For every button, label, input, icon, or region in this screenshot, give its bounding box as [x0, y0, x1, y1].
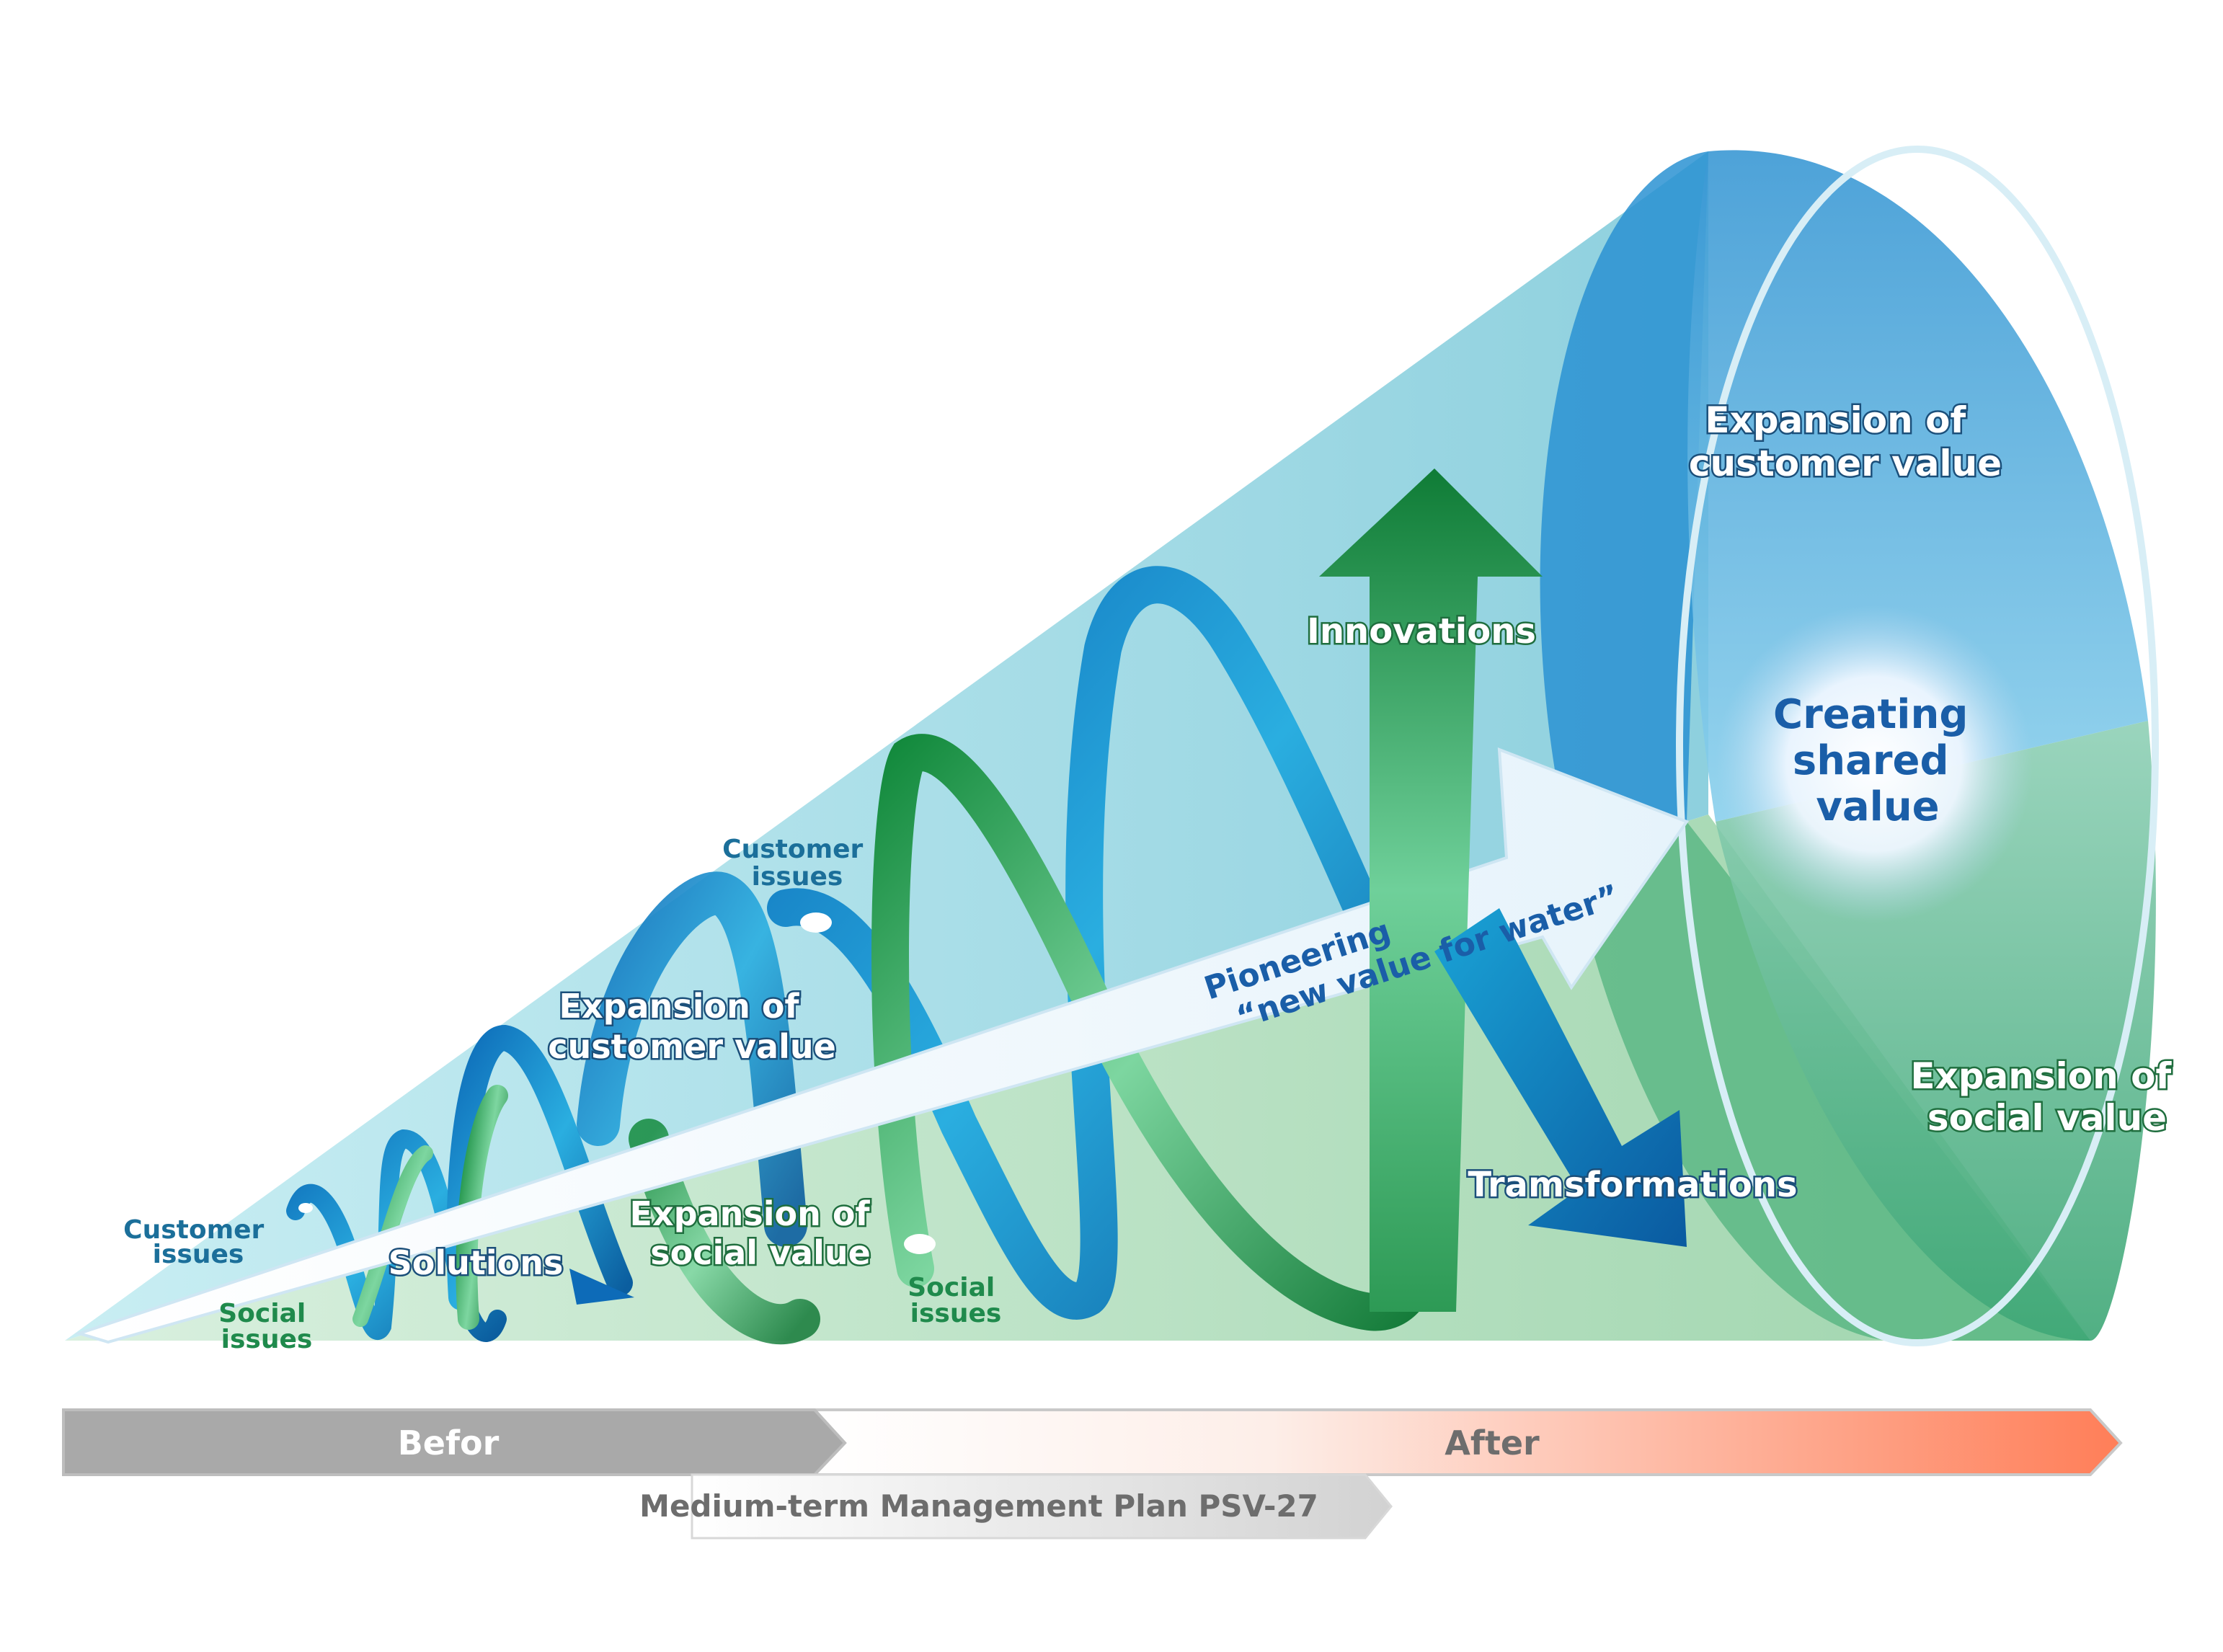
- label-expansion-social-1-line1: Expansion of: [630, 1194, 871, 1233]
- label-social-issues-1-line2: issues: [221, 1325, 313, 1354]
- label-transformations: Tramsformations: [1468, 1165, 1797, 1205]
- label-expansion-social-1-line2: social value: [650, 1233, 871, 1272]
- timeline-after-label: After: [1445, 1424, 1540, 1462]
- label-social-issues-2-line1: Social: [908, 1273, 995, 1302]
- label-customer-issues-1-line1: Customer: [123, 1215, 264, 1245]
- timeline: Befor After Medium-term Management Plan …: [62, 1408, 2123, 1540]
- label-expansion-social-2-line2: social value: [1927, 1097, 2167, 1139]
- label-creating-shared-value-line2: shared: [1793, 737, 1949, 784]
- timeline-before-arrow: [62, 1408, 847, 1476]
- timeline-plan-label: Medium-term Management Plan PSV-27: [639, 1488, 1318, 1524]
- label-social-issues-1: Social issues: [218, 1299, 315, 1354]
- label-customer-issues-2: Customer issues: [722, 835, 872, 892]
- label-expansion-social-2-line1: Expansion of: [1910, 1055, 2172, 1097]
- label-customer-issues-2-line2: issues: [752, 862, 843, 892]
- label-expansion-customer-2-line2: customer value: [1689, 443, 2002, 484]
- ribbon-hole-small: [298, 1203, 313, 1213]
- ribbon-green-3: [629, 1119, 820, 1345]
- ribbon-green-1: [352, 1145, 433, 1327]
- label-customer-issues-2-line1: Customer: [722, 835, 863, 864]
- label-creating-shared-value-line1: Creating: [1773, 691, 1968, 738]
- ribbon-green-2: [456, 1085, 508, 1330]
- label-creating-shared-value: Creating shared value: [1773, 691, 1982, 830]
- innovations-arrow: [1319, 468, 1543, 1312]
- label-customer-issues-1: Customer issues: [123, 1215, 273, 1269]
- label-social-issues-1-line1: Social: [218, 1299, 306, 1328]
- timeline-plan-arrow: [691, 1473, 1393, 1540]
- ribbon-blue-3: [577, 871, 807, 1247]
- label-expansion-customer-1-line1: Expansion of: [559, 987, 800, 1026]
- shared-value-glow: [1716, 605, 2033, 923]
- label-customer-issues-1-line2: issues: [153, 1240, 244, 1269]
- label-creating-shared-value-line3: value: [1816, 783, 1939, 830]
- cone-upper-half: [65, 151, 1708, 1341]
- label-expansion-customer-1: Expansion of customer value: [548, 987, 836, 1066]
- label-expansion-customer-2: Expansion of customer value: [1689, 399, 2002, 484]
- label-expansion-customer-1-line2: customer value: [548, 1027, 836, 1066]
- label-social-issues-2: Social issues: [908, 1273, 1004, 1328]
- label-expansion-social-1: Expansion of social value: [630, 1194, 882, 1272]
- solutions-arrowhead: [569, 1269, 634, 1305]
- label-innovations: Innovations: [1307, 611, 1536, 652]
- label-expansion-customer-2-line1: Expansion of: [1705, 399, 1966, 441]
- label-expansion-social-2: Expansion of social value: [1910, 1055, 2183, 1139]
- cone-inner-blue-wall: [1540, 151, 1708, 822]
- label-social-issues-2-line2: issues: [910, 1299, 1002, 1328]
- timeline-before-label: Befor: [398, 1424, 500, 1462]
- ribbon-hole-upper: [800, 912, 832, 933]
- pioneering-arrow: [74, 747, 1690, 1344]
- label-solutions: Solutions: [389, 1243, 564, 1282]
- ribbon-hole-lower: [904, 1234, 936, 1254]
- transformations-arrow: [1434, 908, 1687, 1247]
- cone-mouth-rim: [1676, 146, 2159, 1346]
